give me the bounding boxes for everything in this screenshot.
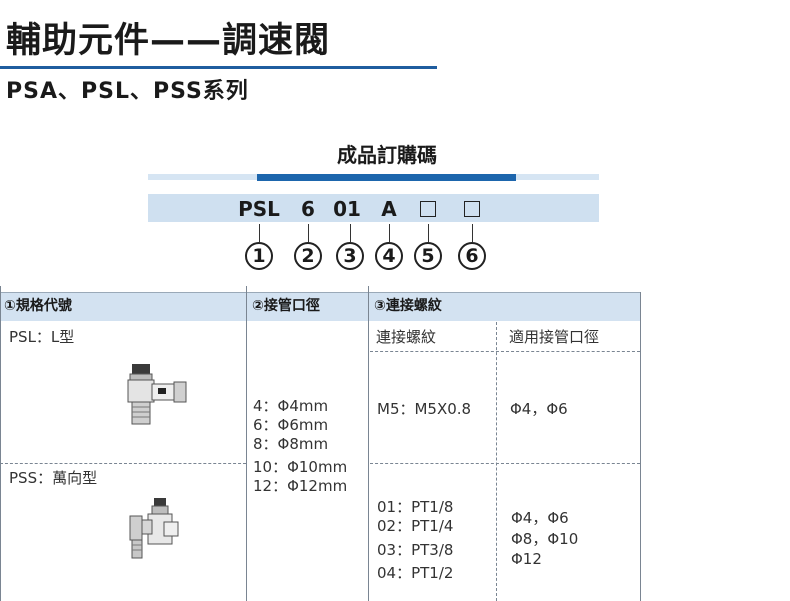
thread-01: 01：PT1/8 [377, 498, 454, 516]
thread-02: 02：PT1/4 [377, 517, 454, 535]
page-subtitle: PSA、PSL、PSS系列 [6, 79, 249, 104]
code-blank-box-5 [420, 201, 436, 217]
col-header-spec: ①規格代號 [4, 298, 72, 314]
sub-header-thread: 連接螺紋 [376, 328, 437, 346]
connector-line-4 [389, 224, 390, 242]
table-border-left [0, 286, 1, 601]
number-circle-3: 3 [336, 242, 364, 270]
col-header-thread: ③連接螺紋 [374, 298, 442, 314]
table-divider-col2 [246, 286, 247, 601]
tubes-row2-a: Φ4，Φ6 [511, 509, 569, 527]
code-series: PSL [238, 197, 280, 221]
thread-04: 04：PT1/2 [377, 564, 454, 582]
pss-fitting-image [129, 498, 179, 559]
connector-line-3 [350, 224, 351, 242]
col-header-tube: ②接管口徑 [252, 298, 320, 314]
number-circle-1: 1 [245, 242, 273, 270]
table-divider-col3 [368, 286, 369, 601]
connector-line-6 [472, 224, 473, 242]
number-circle-2: 2 [294, 242, 322, 270]
tubes-row2-c: Φ12 [511, 550, 542, 568]
model-psl-label: PSL：L型 [9, 328, 75, 346]
code-thread: 01 [333, 197, 361, 221]
sub-header-rule [370, 351, 640, 352]
title-underline [0, 66, 437, 69]
section-bar-accent [257, 174, 516, 181]
tube-size-8: 8：Φ8mm [253, 435, 329, 453]
tubes-row1: Φ4，Φ6 [510, 400, 568, 418]
sub-header-tube: 適用接管口徑 [509, 328, 600, 346]
page-title: 輔助元件——調速閥 [6, 21, 331, 61]
connector-line-1 [259, 224, 260, 242]
connector-line-5 [428, 224, 429, 242]
order-code-title: 成品訂購碼 [337, 143, 437, 167]
number-circle-4: 4 [375, 242, 403, 270]
number-circle-5: 5 [414, 242, 442, 270]
thread-03: 03：PT3/8 [377, 541, 454, 559]
table-divider-subcol [496, 322, 497, 601]
row-divider-right [370, 463, 640, 464]
connector-line-2 [308, 224, 309, 242]
code-blank-box-6 [464, 201, 480, 217]
row-divider-left [0, 463, 246, 464]
model-pss-label: PSS：萬向型 [9, 469, 98, 487]
order-code-band [148, 194, 599, 222]
tube-size-12: 12：Φ12mm [253, 477, 348, 495]
number-circle-6: 6 [458, 242, 486, 270]
tube-size-4: 4：Φ4mm [253, 397, 329, 415]
table-border-right [640, 292, 641, 601]
thread-m5: M5：M5X0.8 [377, 400, 472, 418]
psl-fitting-image [127, 364, 187, 425]
code-tube-size: 6 [301, 197, 315, 221]
tube-size-6: 6：Φ6mm [253, 416, 329, 434]
tube-size-10: 10：Φ10mm [253, 458, 348, 476]
code-option-a: A [381, 197, 397, 221]
table-header-band [0, 292, 640, 321]
tubes-row2-b: Φ8，Φ10 [511, 530, 579, 548]
